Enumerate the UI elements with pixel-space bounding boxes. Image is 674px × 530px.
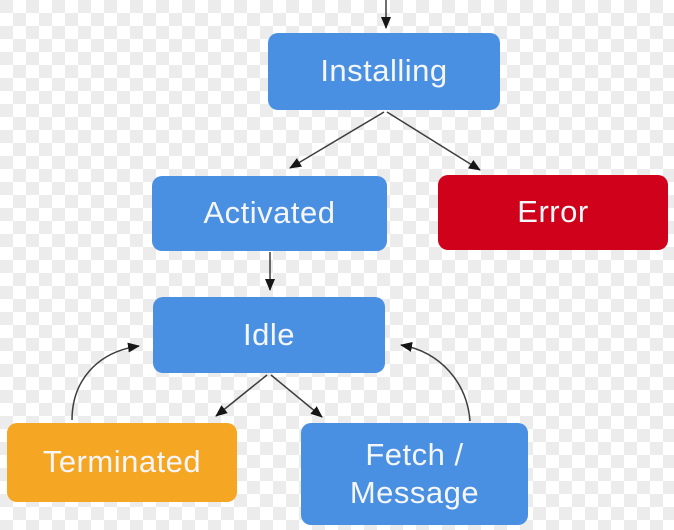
node-activated: Activated: [152, 176, 387, 251]
node-fetch-message-label-line2: Message: [349, 475, 480, 510]
arrow-terminated-to-idle: [71, 342, 140, 421]
arrow-idle-to-fetch-message: [270, 374, 323, 418]
node-idle: Idle: [153, 297, 385, 373]
arrow-fetch-message-to-idle: [400, 341, 471, 422]
node-fetch-message: Fetch / Message: [301, 423, 528, 525]
arrow-idle-to-terminated: [215, 374, 268, 417]
node-idle-label: Idle: [243, 316, 295, 352]
node-activated-label: Activated: [203, 195, 336, 231]
node-terminated-label: Terminated: [42, 444, 202, 480]
node-fetch-message-label-line1: Fetch /: [365, 436, 464, 472]
node-terminated: Terminated: [7, 423, 237, 502]
node-installing-label: Installing: [320, 53, 448, 89]
arrow-installing-to-error: [386, 111, 481, 171]
arrow-installing-to-activated: [289, 111, 385, 169]
node-installing: Installing: [268, 33, 500, 110]
node-error: Error: [438, 175, 668, 250]
node-error-label: Error: [517, 194, 589, 230]
